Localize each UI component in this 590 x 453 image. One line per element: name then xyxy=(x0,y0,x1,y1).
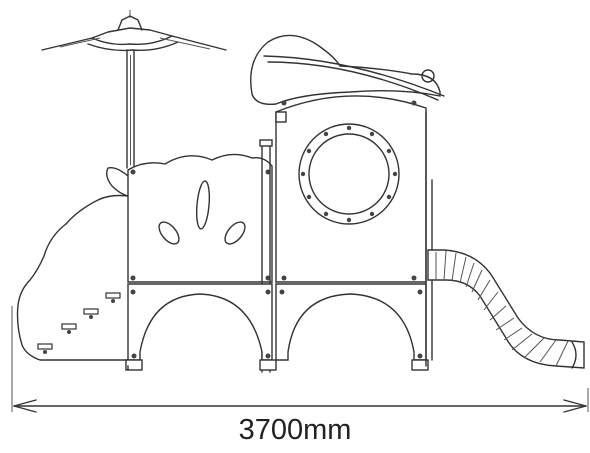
left-panel xyxy=(127,153,273,283)
dimension-line xyxy=(11,306,589,413)
parasol-pole xyxy=(126,49,135,169)
right-arch-panel xyxy=(275,283,427,361)
porthole-window xyxy=(298,123,400,225)
parasol-roof xyxy=(41,10,227,52)
tower-roof xyxy=(250,34,445,105)
dimension-label: 3700mm xyxy=(238,414,352,446)
hedge-panel xyxy=(16,166,129,361)
climbing-steps xyxy=(37,292,121,354)
left-arch-panel xyxy=(127,283,273,361)
tube-slide xyxy=(427,249,585,369)
